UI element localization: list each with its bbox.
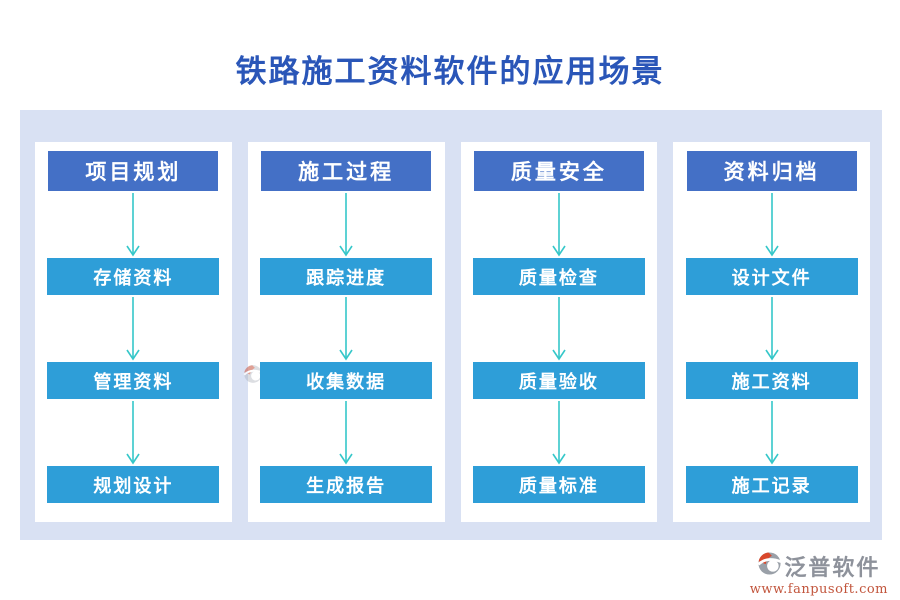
down-arrow-icon [338, 191, 354, 258]
down-arrow-icon [764, 399, 780, 466]
brand-url: www.fanpusoft.com [749, 582, 888, 597]
fanpu-logo-icon [757, 551, 782, 581]
down-arrow-icon [551, 399, 567, 466]
down-arrow-icon [125, 399, 141, 466]
step-box: 跟踪进度 [260, 258, 433, 295]
column-card-project-planning: 项目规划 存储资料 管理资料 规划设计 [35, 142, 232, 522]
step-box: 质量检查 [472, 258, 645, 295]
step-box: 生成报告 [260, 466, 433, 503]
step-box: 设计文件 [685, 258, 858, 295]
down-arrow-icon [338, 295, 354, 362]
down-arrow-icon [125, 191, 141, 258]
column-header-box: 质量安全 [473, 151, 644, 191]
step-box: 收集数据 [260, 362, 433, 399]
down-arrow-icon [551, 295, 567, 362]
brand-logo: 泛普软件 www.fanpusoft.com [750, 550, 888, 597]
fanpu-logo-icon [243, 364, 263, 389]
step-box: 存储资料 [47, 258, 220, 295]
column-header-box: 项目规划 [48, 151, 219, 191]
step-box: 质量标准 [472, 466, 645, 503]
step-box: 质量验收 [472, 362, 645, 399]
column-card-data-archiving: 资料归档 设计文件 施工资料 施工记录 [673, 142, 870, 522]
diagram-panel: 项目规划 存储资料 管理资料 规划设计 施工过程 跟踪进度 收集数 [20, 110, 882, 540]
step-box: 施工记录 [685, 466, 858, 503]
brand-name: 泛普软件 [784, 555, 881, 580]
column-header-box: 施工过程 [261, 151, 432, 191]
down-arrow-icon [764, 191, 780, 258]
column-header-box: 资料归档 [686, 151, 857, 191]
down-arrow-icon [125, 295, 141, 362]
down-arrow-icon [338, 399, 354, 466]
column-card-quality-safety: 质量安全 质量检查 质量验收 质量标准 [460, 142, 658, 522]
step-box: 施工资料 [685, 362, 858, 399]
page-title: 铁路施工资料软件的应用场景 [235, 54, 665, 90]
step-box: 规划设计 [47, 466, 220, 503]
down-arrow-icon [551, 191, 567, 258]
down-arrow-icon [764, 295, 780, 362]
step-box: 管理资料 [47, 362, 220, 399]
column-card-construction-process: 施工过程 跟踪进度 收集数据 生成报告 [247, 142, 445, 522]
